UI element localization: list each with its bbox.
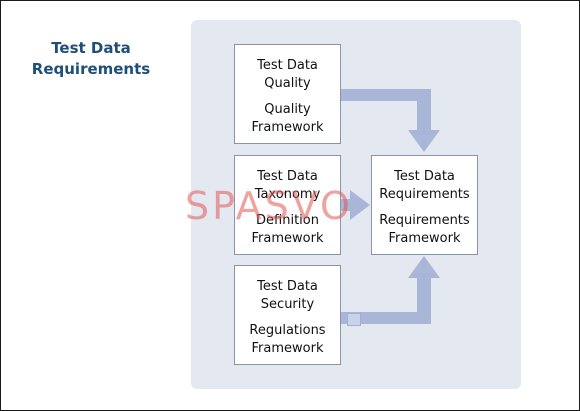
quality-box-line-3: Quality [264,102,311,117]
taxonomy-framework-box: Test Data Taxonomy Definition Framework [234,155,341,255]
quality-to-requirements-arrow [341,89,440,152]
security-box-line-2: Security [260,297,315,312]
requirements-box-line-1: Test Data [394,169,455,184]
quality-box-line-2: Quality [264,76,311,91]
quality-framework-box: Test Data Quality Quality Framework [234,44,341,144]
security-framework-box: Test Data Security Regulations Framework [234,265,341,365]
quality-box-line-1: Test Data [257,58,318,73]
security-to-requirements-arrow [341,256,440,324]
taxonomy-to-requirements-arrow [341,190,370,220]
taxonomy-box-line-2: Taxonomy [254,187,321,202]
page-title-line-1: Test Data [51,39,131,57]
taxonomy-box-line-3: Definition [256,213,319,228]
quality-box-line-4: Framework [251,120,324,135]
taxonomy-box-line-1: Test Data [257,169,318,184]
page-title: Test Data Requirements [26,38,156,80]
page-title-line-2: Requirements [31,60,151,78]
requirements-box-line-4: Framework [388,231,461,246]
security-box-line-1: Test Data [257,279,318,294]
requirements-framework-box: Test Data Requirements Requirements Fram… [371,155,478,255]
taxonomy-box-line-4: Framework [251,231,324,246]
security-box-line-4: Framework [251,341,324,356]
security-box-line-3: Regulations [249,323,326,338]
small-square-icon [347,313,361,326]
requirements-box-line-2: Requirements [379,187,470,202]
requirements-box-line-3: Requirements [379,213,470,228]
watermark: SPASVO [185,184,353,228]
